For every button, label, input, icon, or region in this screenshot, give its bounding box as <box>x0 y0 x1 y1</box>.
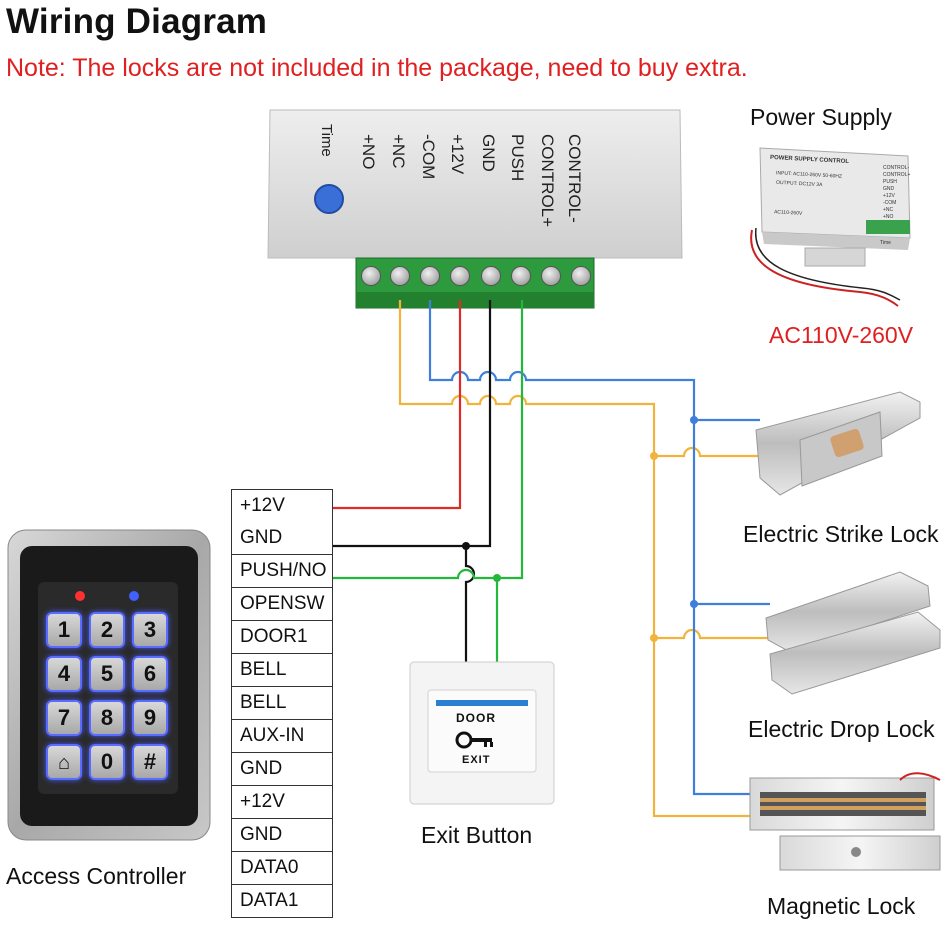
page-title: Wiring Diagram <box>6 2 268 41</box>
terminal-block-row: PUSH/NO <box>231 555 333 588</box>
ac-input-label: AC110V-260V <box>769 322 914 348</box>
bell-key[interactable]: ⌂ <box>46 744 82 780</box>
controller-terminal-label: PUSH <box>508 134 527 182</box>
controller-terminal-label: +NO <box>359 134 378 170</box>
power-supply-label: Power Supply <box>750 104 892 130</box>
screw-icon <box>420 266 440 286</box>
magnetic-lock-label: Magnetic Lock <box>767 893 916 919</box>
mini-terminal-label: GND <box>883 186 895 192</box>
exit-exit-text: EXIT <box>462 754 491 766</box>
access-controller-label: Access Controller <box>6 863 187 889</box>
keypad-key[interactable]: 1 <box>46 612 82 648</box>
terminal-block-row: DATA0 <box>231 852 333 885</box>
keypad-key[interactable]: 8 <box>89 700 125 736</box>
keypad-key[interactable]: 6 <box>132 656 168 692</box>
strike-lock-image <box>755 391 921 496</box>
keypad-key-label: 3 <box>143 617 157 642</box>
controller-terminal-label: GND <box>479 134 498 172</box>
keypad-key-label: 6 <box>143 661 157 686</box>
time-label: Time <box>318 124 335 157</box>
keypad-key-label: 4 <box>57 661 71 686</box>
keypad-key[interactable]: # <box>132 744 168 780</box>
terminal-block-row: OPENSW <box>231 588 333 621</box>
power-supply-image <box>750 147 911 307</box>
keypad-key[interactable]: 5 <box>89 656 125 692</box>
wire-black <box>333 300 492 548</box>
mini-terminal-label: +NC <box>883 207 894 213</box>
junction-dots <box>462 416 698 642</box>
keypad-key-label: 8 <box>100 705 114 730</box>
keypad-key[interactable]: 9 <box>132 700 168 736</box>
controller-terminal-label: +12V <box>448 134 467 175</box>
terminal-block-row: +12V <box>231 489 333 523</box>
keypad-key-label: 5 <box>100 661 114 686</box>
exit-button-label: Exit Button <box>421 822 533 848</box>
mini-terminal-label: CONTROL+ <box>883 172 911 178</box>
exit-button-image <box>409 661 555 805</box>
terminal-block-row: +12V <box>231 786 333 819</box>
terminal-block-row: BELL <box>231 654 333 687</box>
mini-terminal-label: CONTROL- <box>883 165 910 171</box>
keypad-key-label: # <box>143 749 157 774</box>
terminal-block-row: GND <box>231 522 333 555</box>
terminal-block-row: GND <box>231 819 333 852</box>
keypad-key[interactable]: 0 <box>89 744 125 780</box>
keypad-key-label: 9 <box>143 705 157 730</box>
screw-icon <box>361 266 381 286</box>
screw-icon <box>450 266 470 286</box>
mini-terminal-label: PUSH <box>883 179 897 185</box>
mini-ps-time: Time <box>880 240 891 246</box>
keypad-key-label: 7 <box>57 705 71 730</box>
strike-lock-label: Electric Strike Lock <box>743 521 939 547</box>
screw-icon <box>390 266 410 286</box>
mini-terminal-label: -COM <box>883 200 897 206</box>
terminal-block-row: BELL <box>231 687 333 720</box>
keypad-key[interactable]: 2 <box>89 612 125 648</box>
controller-terminal-label: CONTROL- <box>565 134 584 223</box>
wire-green <box>333 300 524 580</box>
screw-icon <box>571 266 591 286</box>
magnetic-lock-image <box>749 772 941 871</box>
bell-icon: ⌂ <box>57 752 71 774</box>
mini-terminal-label: +NO <box>883 214 894 220</box>
keypad-key-label: 0 <box>100 749 114 774</box>
time-knob-icon[interactable] <box>314 184 344 214</box>
controller-terminal-label: CONTROL+ <box>538 134 557 228</box>
terminal-block-row: DATA1 <box>231 885 333 918</box>
screw-icon <box>511 266 531 286</box>
drop-lock-image <box>765 571 941 695</box>
keypad-key[interactable]: 7 <box>46 700 82 736</box>
keypad-key[interactable]: 4 <box>46 656 82 692</box>
terminal-block-row: AUX-IN <box>231 720 333 753</box>
mini-terminal-label: +12V <box>883 193 895 199</box>
keypad-key[interactable]: 3 <box>132 612 168 648</box>
controller-terminal-label: +NC <box>389 134 408 169</box>
keypad: 1 2 3 4 5 6 7 8 9 ⌂ 0 # <box>46 612 174 784</box>
drop-lock-label: Electric Drop Lock <box>748 716 935 742</box>
exit-door-text: DOOR <box>456 711 496 725</box>
screw-icon <box>541 266 561 286</box>
terminal-block-row: DOOR1 <box>231 621 333 654</box>
controller-terminal-label: -COM <box>419 134 438 180</box>
screw-icon <box>481 266 501 286</box>
keypad-key-label: 2 <box>100 617 114 642</box>
terminal-block-row: GND <box>231 753 333 786</box>
keypad-key-label: 1 <box>57 617 71 642</box>
note-text: Note: The locks are not included in the … <box>6 54 748 82</box>
wire-red <box>333 300 462 510</box>
time-label-wrap: Time <box>310 124 350 234</box>
